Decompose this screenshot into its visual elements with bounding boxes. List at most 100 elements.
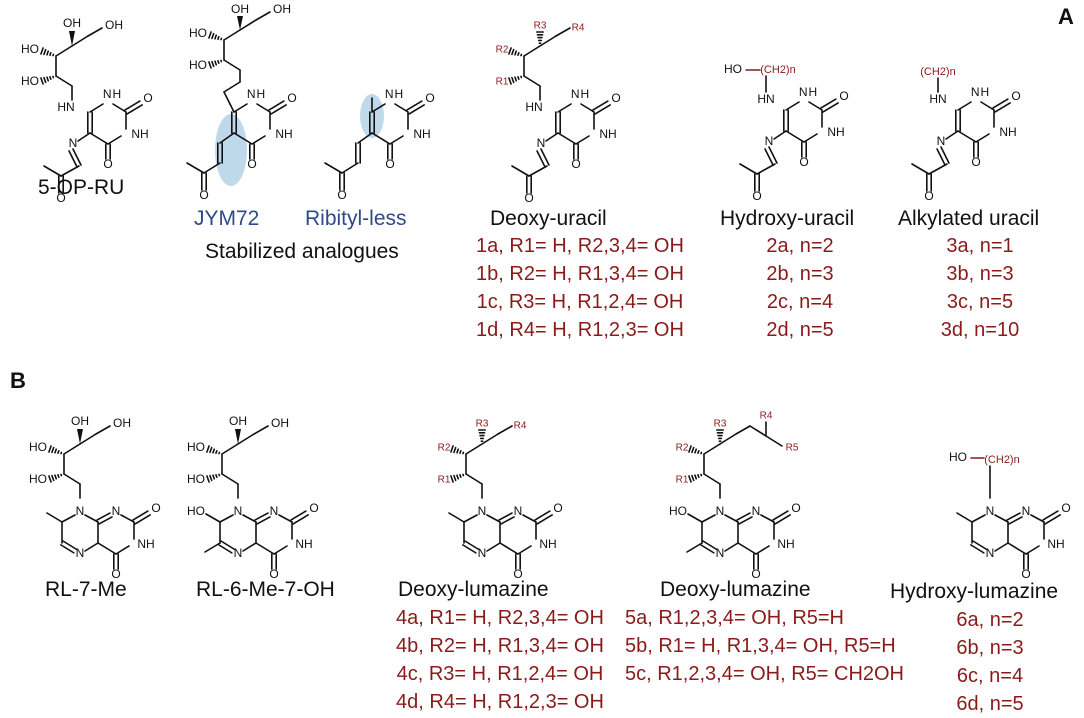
atom-label: N: [752, 504, 761, 518]
bond-line: [64, 474, 80, 484]
atom-label: O: [103, 157, 112, 171]
bond-line: [216, 475, 217, 477]
atom-label: O: [799, 155, 808, 169]
label-deoxy-uracil: Deoxy-uracil: [490, 207, 607, 231]
list-item: 6b, n=3: [940, 634, 1040, 662]
bond-line: [407, 101, 422, 110]
atom-label: N H: [571, 87, 589, 101]
atom-label: NH: [599, 127, 616, 141]
atom-label: NH: [1047, 537, 1064, 551]
atom-label: NH: [137, 537, 154, 551]
atom-label: O: [1011, 89, 1020, 103]
bond-line: [537, 515, 552, 524]
bond-line: [206, 514, 220, 522]
bond-line: [274, 546, 287, 554]
bond-line: [395, 104, 408, 112]
bond-line: [518, 53, 519, 55]
atom-label: N: [716, 546, 725, 560]
bond-line: [687, 543, 702, 552]
bond-line: [546, 133, 558, 141]
atom-label: R1: [438, 475, 451, 486]
atom-label: O: [924, 189, 933, 203]
bond-line: [116, 546, 129, 554]
atom-label: N: [112, 504, 121, 518]
bond-line: [466, 444, 482, 454]
atom-label: R1: [496, 77, 509, 88]
list-item: 6a, n=2: [940, 606, 1040, 634]
list-item: 1c, R3= H, R1,2,4= OH: [460, 288, 700, 316]
atom-label: N: [234, 504, 243, 518]
atom-label: N H: [799, 85, 817, 99]
bond-line: [460, 475, 461, 477]
bond-line: [946, 131, 958, 139]
bond-line: [524, 46, 540, 56]
bond-line: [41, 48, 43, 54]
atom-label: R4: [572, 23, 585, 34]
label-5-op-ru: 5-OP-RU: [38, 176, 124, 200]
atom-label: HO: [187, 504, 205, 518]
bond-line: [457, 475, 458, 479]
atom-label: R1: [676, 475, 689, 486]
bond-line: [80, 434, 96, 444]
bond-line: [222, 474, 238, 484]
bond-line: [1031, 515, 1044, 522]
bond-line: [72, 36, 88, 46]
bond-line: [976, 134, 989, 142]
bond-line: [187, 163, 204, 173]
atom-label: R2: [676, 443, 689, 454]
bond-line: [558, 104, 571, 112]
atom-label: (CH2)n: [760, 64, 795, 76]
atom-label: O: [839, 89, 848, 103]
bond-line: [224, 82, 240, 92]
bond-line: [216, 451, 217, 453]
bond-line: [957, 513, 972, 522]
bond-line: [786, 102, 799, 110]
bond-line: [518, 77, 519, 79]
bond-line: [593, 101, 608, 110]
bond-line: [49, 476, 51, 482]
bond-line: [692, 476, 694, 481]
atom-label: N: [270, 504, 279, 518]
bond-line: [256, 12, 270, 20]
bond-line: [90, 104, 103, 112]
list-deoxy-lumazine-4: 4a, R1= H, R2,3,4= OH 4b, R2= H, R1,3,4=…: [385, 604, 615, 716]
atom-label: NH: [131, 127, 148, 141]
list-hydroxy-uracil: 2a, n=2 2b, n=3 2c, n=4 2d, n=5: [740, 232, 860, 344]
bond-line: [518, 546, 531, 554]
bond-line: [56, 76, 72, 86]
bond-line: [464, 515, 477, 522]
bond-line: [761, 515, 774, 522]
bond-line: [786, 131, 804, 142]
bond-line: [487, 543, 500, 551]
bond-line: [210, 476, 212, 481]
atom-label: HO: [21, 42, 39, 56]
bond-line: [515, 51, 516, 55]
bond-line: [993, 99, 1008, 108]
atom-label: (CH2)n: [984, 454, 1019, 466]
atom-label: N H: [971, 85, 989, 99]
atom-label: N: [478, 546, 487, 560]
bond-line: [293, 515, 308, 524]
bond-line: [64, 444, 80, 454]
atom-label: O: [791, 501, 800, 515]
bond-line: [252, 136, 265, 144]
atom-label: OH: [273, 2, 291, 16]
bond-line: [135, 515, 150, 524]
bond-line: [704, 444, 720, 454]
list-item: 6c, n=4: [940, 662, 1040, 690]
bond-line: [704, 474, 720, 484]
bond-line: [212, 34, 214, 39]
atom-label: OH: [105, 18, 123, 32]
label-jym72: JYM72: [194, 207, 259, 231]
bond-line: [121, 515, 134, 522]
list-item: 4a, R1= H, R2,3,4= OH: [385, 604, 615, 632]
bond-line: [454, 476, 456, 481]
atom-label: R5: [786, 443, 799, 454]
bond-line: [224, 60, 240, 70]
bond-line: [62, 515, 75, 522]
bond-line: [257, 104, 270, 112]
bond-line: [972, 515, 985, 522]
atom-label: R3: [714, 419, 727, 430]
bond-line: [689, 476, 691, 482]
list-item: 4c, R3= H, R1,2,4= OH: [385, 660, 615, 688]
